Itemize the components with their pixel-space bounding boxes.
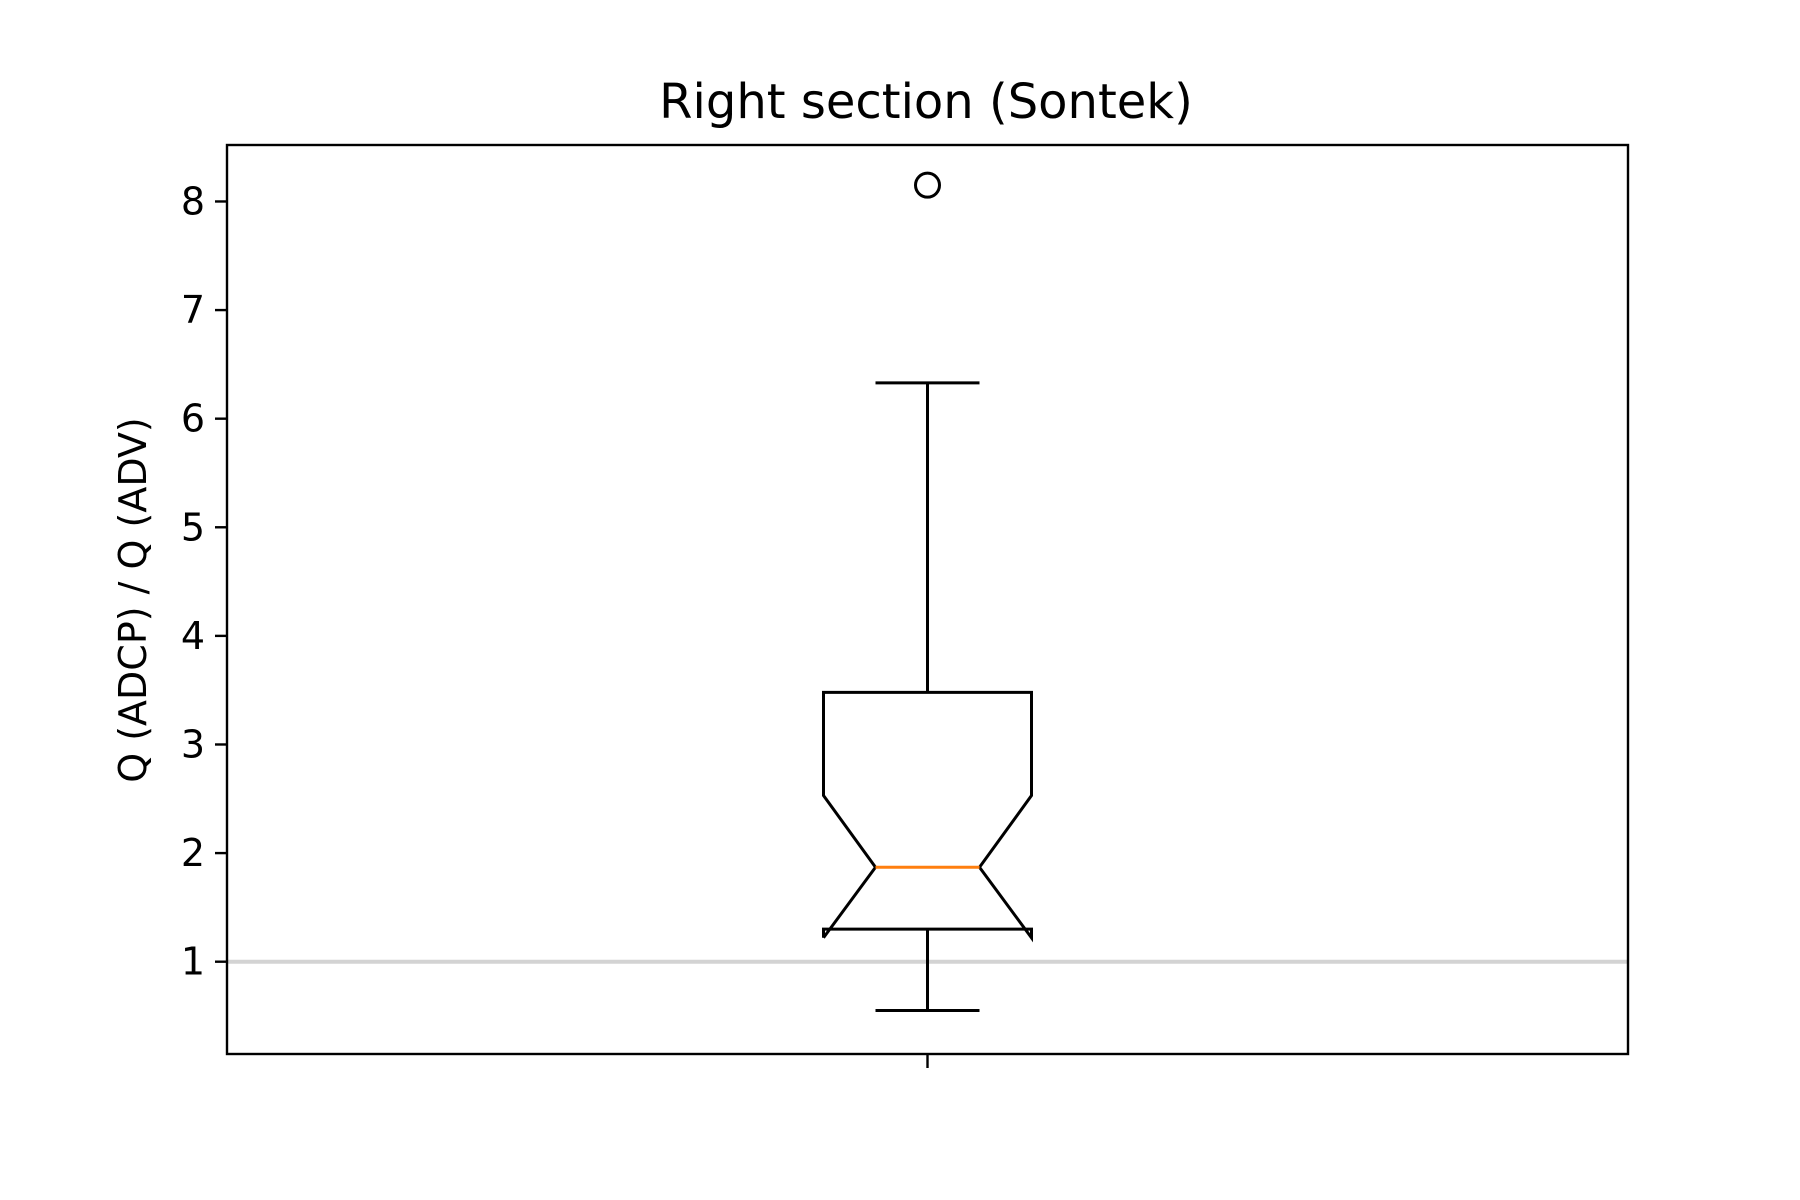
plot-area [227, 171, 1628, 1013]
y-axis: 1 2 3 4 5 6 7 8 [181, 179, 227, 984]
y-tick-label: 3 [181, 722, 205, 766]
y-tick-label: 2 [181, 831, 205, 875]
plot-frame [225, 143, 1630, 1056]
notched-box [822, 690, 1033, 943]
y-tick-label: 1 [181, 940, 205, 984]
y-tick-label: 7 [181, 288, 205, 332]
y-tick-label: 6 [181, 397, 205, 441]
y-axis-label: Q (ADCP) / Q (ADV) [111, 417, 155, 783]
y-tick-label: 4 [181, 614, 205, 658]
y-tick-label: 8 [181, 179, 205, 223]
outlier-point [914, 171, 941, 199]
chart-title: Right section (Sontek) [659, 74, 1193, 130]
y-tick-label: 5 [181, 505, 205, 549]
